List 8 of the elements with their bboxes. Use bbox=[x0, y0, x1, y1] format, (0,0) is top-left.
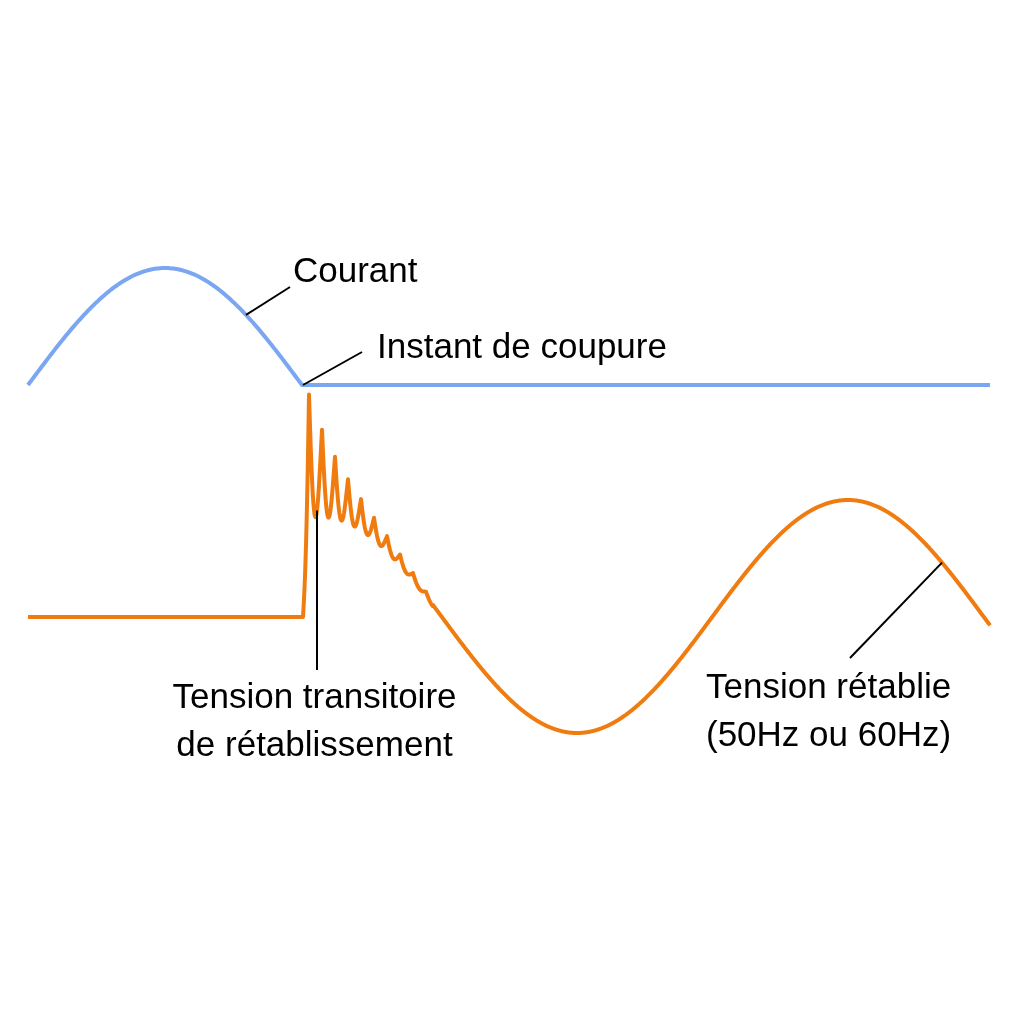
leader-line bbox=[302, 351, 363, 386]
leader-line bbox=[849, 561, 943, 659]
leader-line bbox=[316, 509, 318, 671]
leader-line bbox=[245, 286, 291, 316]
annotation-label: Tension rétablie (50Hz ou 60Hz) bbox=[706, 662, 996, 758]
annotation-label: Courant bbox=[293, 246, 418, 294]
annotation-label: Instant de coupure bbox=[377, 322, 667, 370]
annotation-label: Tension transitoire de rétablissement bbox=[152, 672, 477, 768]
